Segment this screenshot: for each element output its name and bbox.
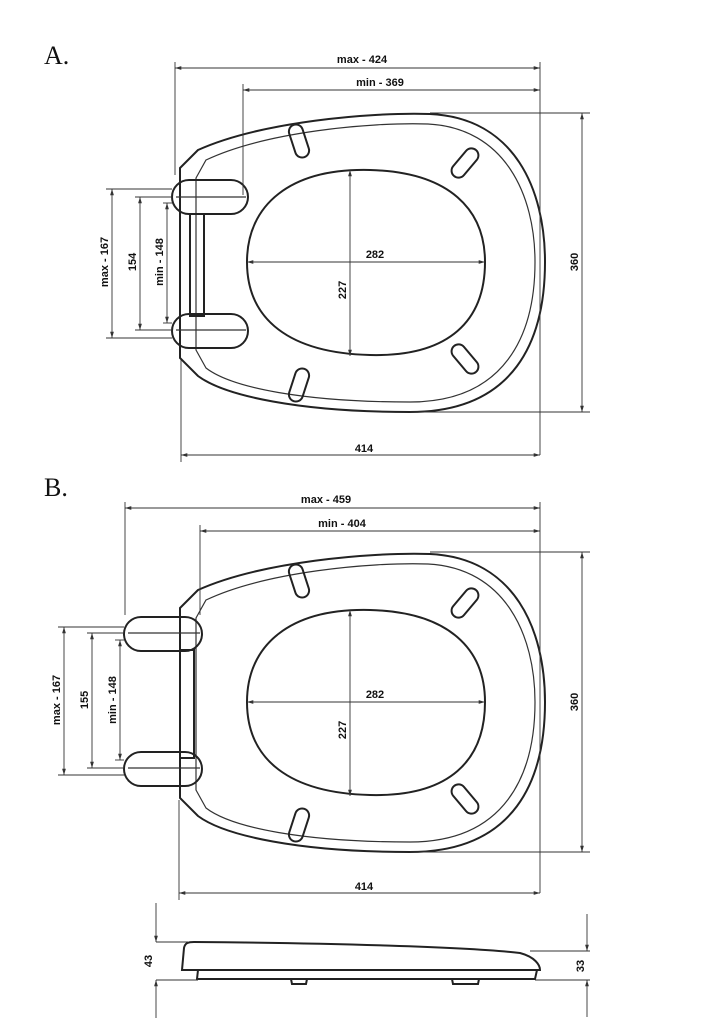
hinge-a [171,179,249,349]
dim-hinge-min: min - 148 [107,676,119,724]
dim-length: 360 [569,253,581,271]
dim-overall-max: max - 424 [337,54,388,66]
dim-hole-width: 282 [366,689,384,701]
dim-hinge-max: max - 167 [51,675,63,725]
dim-hinge-nominal: 154 [127,252,139,271]
dim-overall-max: max - 459 [301,494,351,506]
drawing-b-label: B. [44,473,68,502]
dim-max-height: 43 [143,955,155,967]
hinge-b [123,616,203,787]
dim-width: 414 [355,881,374,893]
dim-hinge-min: min - 148 [154,238,166,286]
dim-hole-width: 282 [366,249,384,261]
dim-overall-min: min - 404 [318,518,367,530]
side-view: 43 33 [143,903,590,1018]
dim-front-height: 33 [575,960,587,972]
dim-hinge-nominal: 155 [79,691,91,709]
dim-hole-length: 227 [337,281,349,299]
dim-hinge-max: max - 167 [99,237,111,287]
dim-length: 360 [569,693,581,711]
drawing-a: A. max - 424 min - 3 [44,41,590,462]
seat-outline-b [179,552,546,853]
dim-width: 414 [355,443,374,455]
seat-outline-a [179,112,546,414]
dim-overall-min: min - 369 [356,77,404,89]
dim-hole-length: 227 [337,721,349,739]
drawing-a-label: A. [44,41,69,70]
drawing-b: B. max - 459 min - 4 [44,473,590,900]
